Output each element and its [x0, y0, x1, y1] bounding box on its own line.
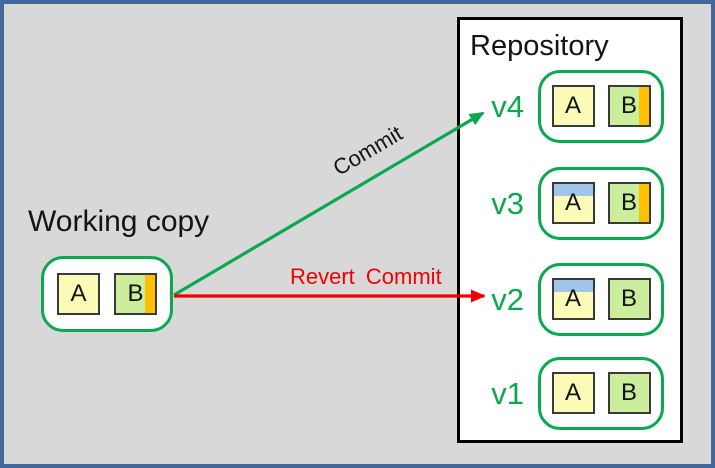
version-row-v2: v2 A B	[460, 262, 680, 336]
v1-file-b: B	[607, 372, 651, 414]
file-letter: B	[620, 189, 637, 216]
version-label-v3: v3	[491, 185, 524, 221]
version-label-v1: v1	[491, 375, 524, 411]
file-letter: A	[564, 379, 581, 406]
version-box-v1: A B	[538, 356, 664, 430]
version-row-v3: v3 A B	[460, 166, 680, 240]
v2-file-a: A	[551, 278, 595, 320]
v2-file-b: B	[607, 278, 651, 320]
file-letter: B	[620, 285, 637, 312]
v4-file-a: A	[551, 85, 595, 127]
v1-file-a: A	[551, 372, 595, 414]
file-letter: A	[70, 280, 87, 307]
repository-box: Repository v4 A B v3 A B	[457, 17, 683, 443]
file-letter: A	[564, 285, 581, 312]
version-box-v2: A B	[538, 262, 664, 336]
file-letter: B	[620, 379, 637, 406]
v4-file-b: B	[607, 85, 651, 127]
repository-title: Repository	[470, 30, 609, 62]
working-copy-file-a: A	[57, 273, 100, 315]
version-row-v4: v4 A B	[460, 69, 680, 143]
file-letter: B	[127, 280, 144, 307]
version-row-v1: v1 A B	[460, 356, 680, 430]
commit-arrow-label: Commit	[328, 120, 407, 181]
version-box-v4: A B	[538, 69, 664, 143]
file-letter: B	[620, 92, 637, 119]
v3-file-a: A	[551, 182, 595, 224]
v3-file-b: B	[607, 182, 651, 224]
working-copy-box: A B	[41, 256, 173, 332]
version-label-v4: v4	[491, 88, 524, 124]
working-copy-title: Working copy	[28, 205, 210, 238]
file-letter: A	[564, 189, 581, 216]
version-label-v2: v2	[491, 281, 524, 317]
version-box-v3: A B	[538, 166, 664, 240]
revert-commit-arrow-label: Revert Commit	[290, 264, 442, 289]
file-letter: A	[564, 92, 581, 119]
working-copy-file-b: B	[114, 273, 157, 315]
